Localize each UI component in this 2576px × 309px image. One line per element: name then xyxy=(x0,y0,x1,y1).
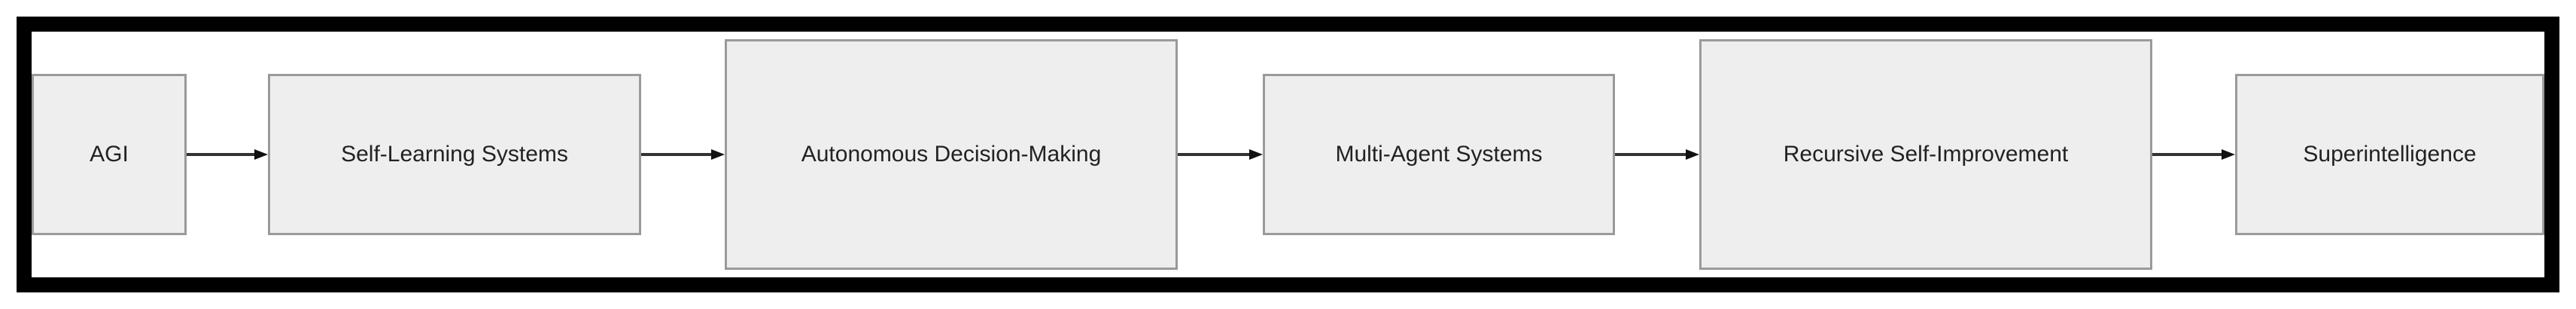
node-label: AGI xyxy=(90,142,129,167)
node-superintelligence: Superintelligence xyxy=(2235,74,2544,235)
edge-arrow-agi-to-self-learning xyxy=(187,149,268,160)
node-autonomous-decision-making: Autonomous Decision-Making xyxy=(725,39,1178,270)
node-self-learning-systems: Self-Learning Systems xyxy=(268,74,641,235)
node-label: Multi-Agent Systems xyxy=(1335,142,1543,167)
edge-arrow-recursive-to-superintelligence xyxy=(2152,149,2235,160)
node-label: Autonomous Decision-Making xyxy=(801,142,1102,167)
node-multi-agent-systems: Multi-Agent Systems xyxy=(1263,74,1615,235)
edge-arrow-multi-agent-to-recursive xyxy=(1615,149,1699,160)
edge-arrow-autonomous-to-multi-agent xyxy=(1178,149,1263,160)
node-agi: AGI xyxy=(32,74,187,235)
node-label: Recursive Self-Improvement xyxy=(1783,142,2069,167)
node-label: Self-Learning Systems xyxy=(341,142,568,167)
node-recursive-self-improvement: Recursive Self-Improvement xyxy=(1699,39,2152,270)
edge-arrow-self-learning-to-autonomous xyxy=(641,149,725,160)
node-label: Superintelligence xyxy=(2303,142,2477,167)
